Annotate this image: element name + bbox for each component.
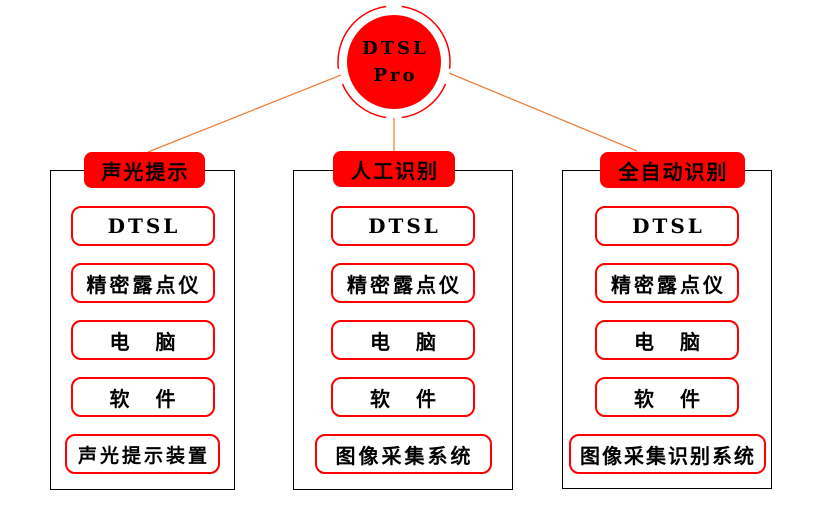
node-box: 软 件	[595, 377, 739, 417]
root-node-label-line2: Pro	[373, 65, 418, 86]
branch-column-manual: DTSL 精密露点仪 电 脑 软 件 图像采集系统	[293, 170, 513, 490]
root-ring-arc-top-left	[337, 5, 387, 69]
node-box: 声光提示装置	[65, 434, 220, 474]
node-box: 图像采集识别系统	[568, 434, 766, 474]
node-box: 精密露点仪	[331, 263, 475, 303]
node-box: DTSL	[331, 206, 475, 246]
node-box: 软 件	[331, 377, 475, 417]
node-box: 精密露点仪	[595, 263, 739, 303]
root-ring-arc-bottom-right	[401, 83, 447, 119]
branch-column-sound-light: DTSL 精密露点仪 电 脑 软 件 声光提示装置	[50, 170, 235, 490]
node-box: 电 脑	[331, 320, 475, 360]
connector-line-right	[448, 72, 638, 152]
branch-header-automatic: 全自动识别	[600, 152, 745, 188]
root-node-label-line1: DTSL	[362, 38, 429, 59]
node-box: 电 脑	[70, 320, 215, 360]
branch-header-sound-light: 声光提示	[84, 152, 205, 188]
node-box: DTSL	[70, 206, 215, 246]
node-box: DTSL	[595, 206, 739, 246]
root-ring-arc-bottom-left	[341, 83, 387, 119]
node-box: 精密露点仪	[70, 263, 215, 303]
root-node: DTSL Pro	[347, 15, 441, 109]
branch-column-automatic: DTSL 精密露点仪 电 脑 软 件 图像采集识别系统	[562, 170, 772, 489]
branch-header-manual: 人工识别	[333, 151, 455, 187]
node-box: 图像采集系统	[314, 434, 492, 474]
node-box: 软 件	[70, 377, 215, 417]
root-ring-arc-top-right	[401, 5, 451, 69]
node-box: 电 脑	[595, 320, 739, 360]
connector-line-left	[147, 74, 342, 153]
